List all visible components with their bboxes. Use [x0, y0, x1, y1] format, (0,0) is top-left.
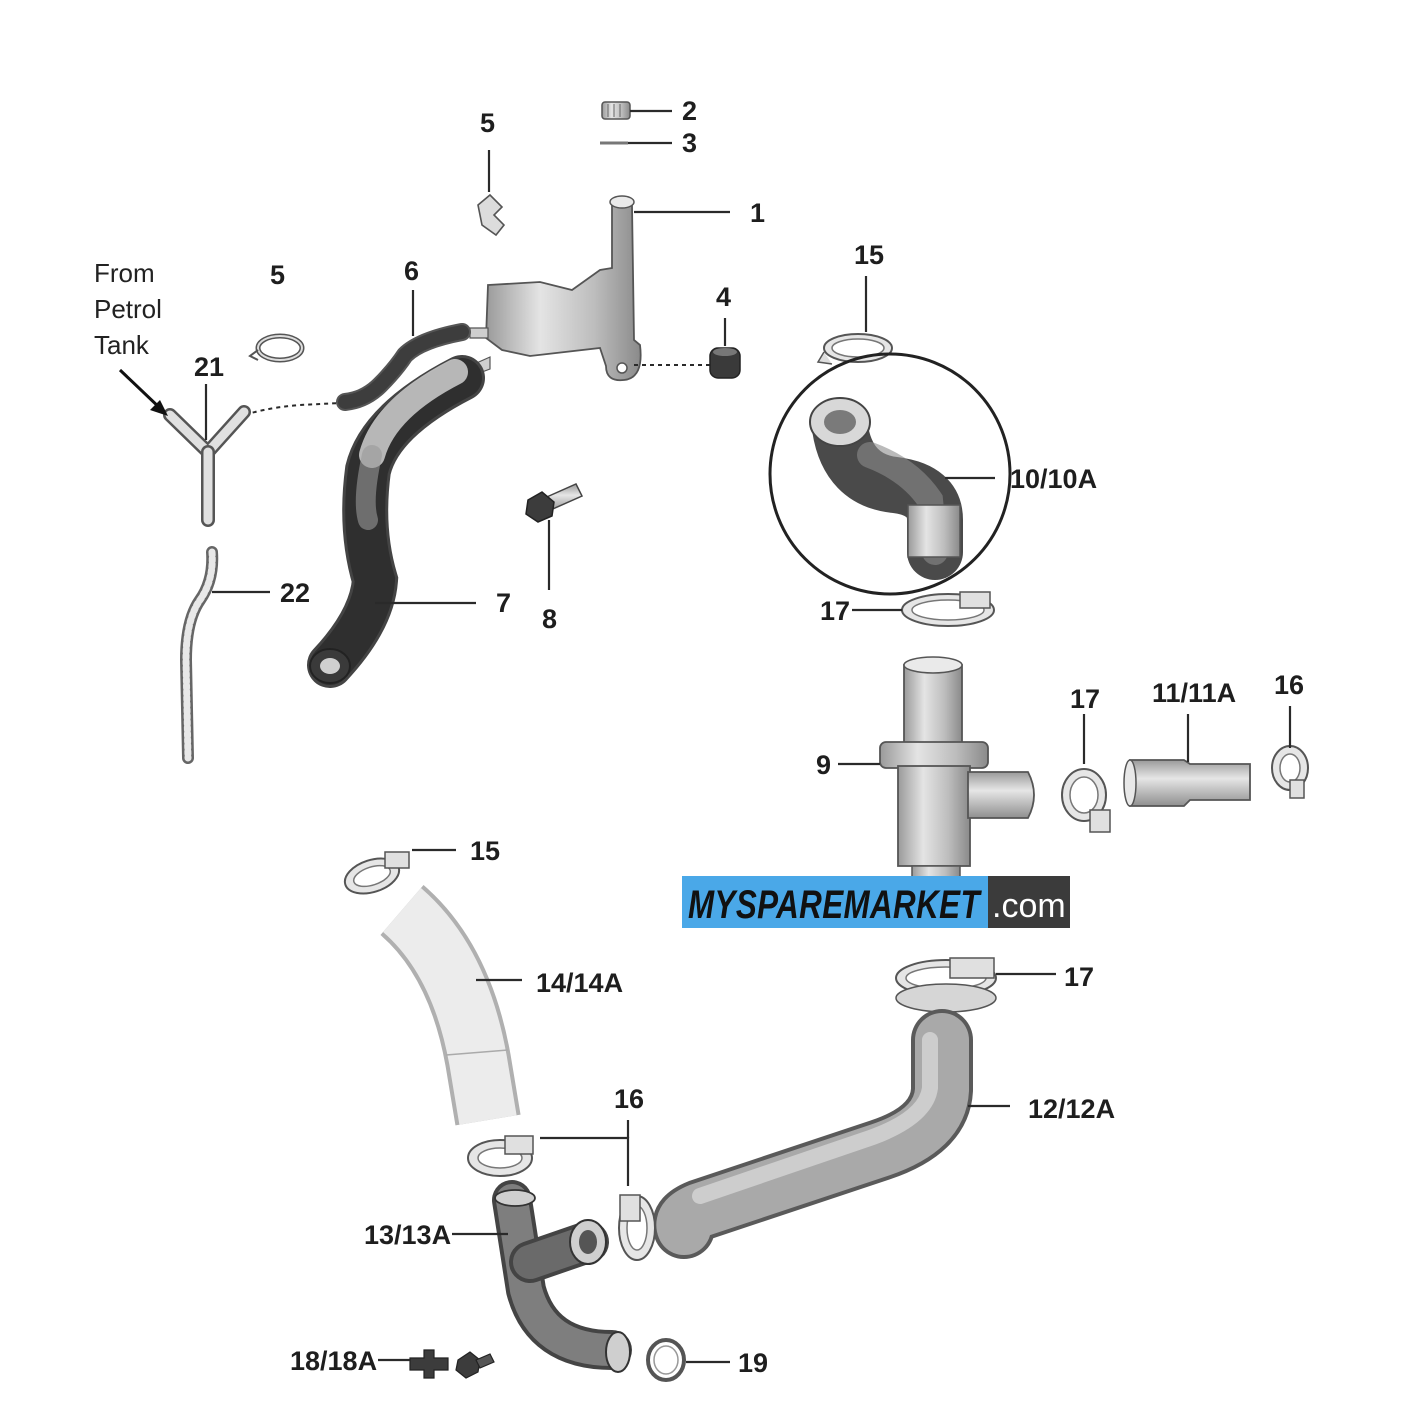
label-part-7: 7 [496, 588, 511, 618]
label-part-4: 4 [716, 282, 731, 312]
label-part-19: 19 [738, 1348, 768, 1378]
part-8-bolt [525, 483, 584, 523]
watermark-brand-bg [682, 876, 988, 928]
watermark-brand: MYSPAREMARKET [688, 883, 982, 927]
part-16-clamp-lower-a [467, 1135, 534, 1177]
label-part-16-lower: 16 [614, 1084, 644, 1114]
label-part-13: 13/13A [364, 1220, 451, 1250]
note-line-3: Tank [94, 330, 150, 360]
label-part-11: 11/11A [1152, 678, 1236, 708]
label-part-16-right: 16 [1274, 670, 1304, 700]
part-11-short-hose [1123, 759, 1251, 807]
part-6-small-hose [336, 323, 471, 411]
part-17-clamp-side [1061, 768, 1111, 833]
part-17-clamp-upper [901, 591, 995, 627]
label-part-9: 9 [816, 750, 831, 780]
label-part-2: 2 [682, 96, 697, 126]
label-part-15-top: 15 [854, 240, 884, 270]
part-22-drain-tube [179, 546, 219, 764]
part-17-clamp-lower [895, 957, 997, 1013]
part-18-bolts [409, 1349, 495, 1379]
label-part-10: 10/10A [1010, 464, 1097, 494]
part-5-clip-left [248, 333, 305, 363]
label-part-17-lower: 17 [1064, 962, 1094, 992]
note-arrow [118, 368, 168, 416]
part-13-y-pipe [492, 1180, 632, 1373]
part-1-bracket [469, 195, 642, 382]
part-4-grommet [709, 347, 741, 379]
part-15-clamp-top [816, 333, 893, 365]
part-16-clamp-lower-b [618, 1194, 656, 1261]
part-9-t-connector [879, 656, 1035, 889]
part-19-ring [646, 1338, 686, 1382]
label-part-21: 21 [194, 352, 224, 382]
label-part-3: 3 [682, 128, 697, 158]
label-part-1: 1 [750, 198, 765, 228]
label-part-8: 8 [542, 604, 557, 634]
label-part-17-upper: 17 [820, 596, 850, 626]
label-part-14: 14/14A [536, 968, 623, 998]
part-21-y-joint [163, 405, 251, 527]
note-line-2: Petrol [94, 294, 162, 324]
note-line-1: From [94, 258, 155, 288]
label-part-18: 18/18A [290, 1346, 377, 1376]
watermark-suffix: .com [992, 887, 1066, 925]
watermark-logo: MYSPAREMARKET .com [682, 876, 1070, 928]
label-part-5-top: 5 [480, 108, 495, 138]
label-part-5-left: 5 [270, 260, 285, 290]
part-10-elbow-hose [768, 352, 1012, 596]
label-part-15-lower: 15 [470, 836, 500, 866]
label-part-22: 22 [280, 578, 310, 608]
part-12-long-pipe [652, 1009, 973, 1259]
label-part-6: 6 [404, 256, 419, 286]
part-2-cap [601, 101, 631, 120]
part-14-hose [379, 885, 521, 1126]
part-7-large-hose [307, 355, 485, 688]
label-part-12: 12/12A [1028, 1094, 1115, 1124]
part-5-clip-top [477, 193, 506, 237]
part-16-clamp-right [1271, 745, 1309, 799]
part-15-clamp-lower [343, 851, 410, 895]
label-part-17-side: 17 [1070, 684, 1100, 714]
watermark-suffix-bg [988, 876, 1070, 928]
